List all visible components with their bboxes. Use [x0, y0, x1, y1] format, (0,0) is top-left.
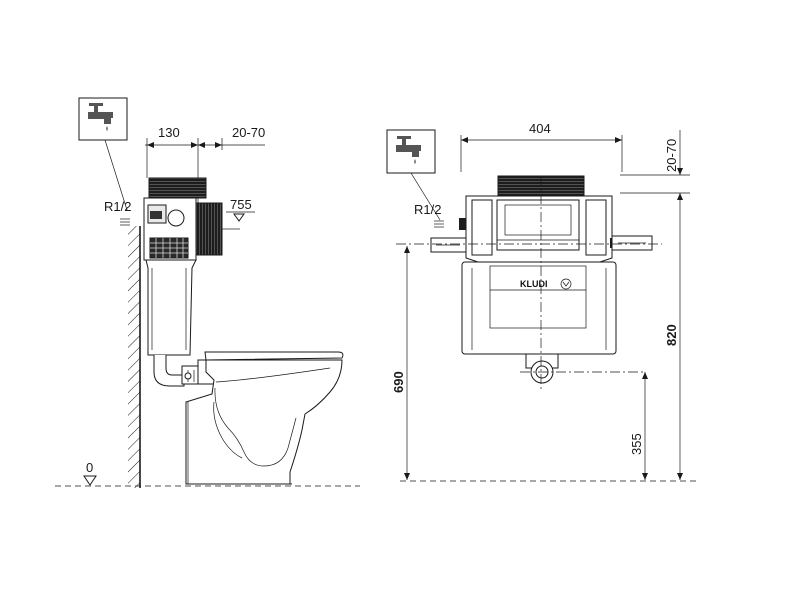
front-mount-height-dim-lines: [404, 246, 410, 480]
side-inlet-arrow-icon: [120, 218, 130, 226]
front-tank: [461, 261, 617, 355]
front-adjust-dims: [620, 130, 690, 200]
brand-logo-icon: [560, 278, 572, 290]
front-tap-icon-box: [386, 129, 441, 221]
side-inlet-height-marker: [226, 211, 255, 230]
side-flush-pipe: [153, 355, 215, 387]
side-top-dims: [145, 138, 265, 225]
side-tap-icon-box: [78, 97, 128, 211]
front-outlet-height-dim-lines: [642, 372, 648, 480]
front-inlet-label: R1/2: [414, 202, 441, 217]
front-width-dim: 404: [529, 121, 551, 136]
front-outlet: [525, 353, 559, 384]
side-floor-dim: 0: [86, 460, 93, 475]
front-cistern-upper: [459, 195, 616, 263]
side-inlet-label: R1/2: [104, 199, 131, 214]
side-inlet-height-dim: 755: [230, 197, 252, 212]
front-inlet-arrow-icon: [434, 220, 444, 228]
side-inlet-grille: [195, 202, 223, 256]
front-total-height-dim-lines: [677, 193, 683, 480]
water-tap-icon: [396, 136, 421, 164]
front-mount-height-dim: 690: [391, 371, 406, 393]
side-floor-marker: [83, 475, 97, 486]
toilet-bowl: [185, 351, 344, 485]
front-total-height-dim: 820: [664, 324, 679, 346]
front-adjust-dim: 20-70: [664, 139, 679, 172]
side-width-dim: 130: [158, 125, 180, 140]
side-top-grille: [148, 177, 207, 199]
side-cistern: [143, 197, 197, 261]
front-mounting-brackets: [430, 235, 653, 253]
front-top-dims: [460, 135, 623, 172]
side-tank: [145, 259, 197, 356]
water-tap-icon: [88, 103, 113, 131]
wall: [128, 226, 141, 488]
side-view: R1/2 130 20-70: [55, 97, 360, 488]
front-outlet-height-dim: 355: [629, 433, 644, 455]
brand-logo-text: KLUDI: [520, 279, 548, 289]
front-view: R1/2 404 20-70: [386, 121, 700, 482]
side-adjust-dim: 20-70: [232, 125, 265, 140]
